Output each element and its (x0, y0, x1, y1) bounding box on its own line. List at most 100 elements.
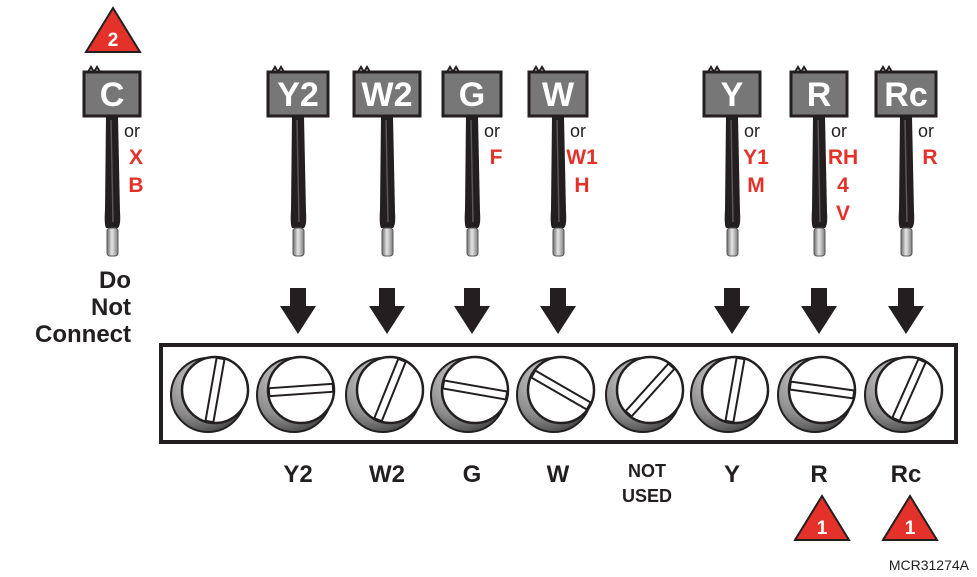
arrow-down-icon (454, 288, 490, 334)
figure-id: MCR31274A (889, 557, 970, 573)
wire-alt-label: Y1 (743, 146, 769, 169)
badge-number: 2 (108, 30, 119, 51)
arrow-down-icon (714, 288, 750, 334)
terminal-screw (430, 355, 510, 433)
terminal-screw (690, 355, 770, 433)
wire-alt-label: B (128, 174, 143, 197)
terminal-label-y: Y (724, 461, 740, 488)
wire-rc: Rc orR (874, 65, 938, 257)
wire-tag-label: Y (721, 76, 744, 114)
badge-number: 1 (905, 518, 916, 539)
wire-pin (726, 227, 739, 257)
screw-slot (891, 357, 927, 423)
wire-pin (552, 227, 565, 257)
tag-tear-mark (357, 65, 371, 74)
wire-highlight (730, 119, 734, 223)
terminal-label-y2: Y2 (283, 461, 312, 488)
wire-or-text: or (570, 121, 586, 141)
wire-tag-box (266, 70, 330, 118)
wire-or-text: or (744, 121, 760, 141)
tag-tear-mark (707, 65, 721, 74)
wire-tag-box (527, 70, 589, 118)
tag-tear-mark (532, 65, 546, 74)
wire-or-text: or (918, 121, 934, 141)
terminal-label-w2: W2 (369, 461, 405, 488)
tag-tear-mark (87, 65, 101, 74)
screw-slot (267, 382, 335, 398)
terminal-screw (516, 355, 596, 433)
wire-alt-label: RH (828, 146, 858, 169)
terminal-label-r: R (810, 461, 827, 488)
wire-or-text: or (484, 121, 500, 141)
tag-tear-mark (446, 65, 460, 74)
not-used-line-1: NOT (628, 461, 666, 481)
terminal-screws (170, 355, 944, 433)
wire-highlight (110, 119, 114, 223)
warning-badge-rc-terminal: 1 (881, 494, 939, 541)
wire-tag-label: Rc (884, 76, 927, 114)
badge-number: 1 (817, 518, 828, 539)
wire-pin (813, 227, 826, 257)
wire-tag-label: C (100, 76, 125, 114)
wire-highlight (470, 119, 474, 223)
arrows (280, 288, 924, 334)
not-used-line-2: USED (622, 486, 672, 506)
do-not-connect-line-1: Do (99, 267, 131, 294)
arrow-down-icon (369, 288, 405, 334)
screw-slot (724, 356, 746, 424)
wire-alt-label: W1 (566, 146, 598, 169)
terminal-label-not-used: NOT USED (622, 461, 672, 506)
screw-slot (373, 357, 407, 423)
wire-highlight (817, 119, 821, 223)
tag-tear-mark (794, 65, 808, 74)
wire-tag-label: G (459, 76, 485, 114)
terminal-label-w: W (547, 461, 570, 488)
wire-tag-label: Y2 (277, 76, 319, 114)
terminal-screw (256, 355, 336, 433)
wire-tag-box (441, 70, 503, 118)
wire-y2: Y2 (266, 65, 330, 257)
wire-tag-label: R (807, 76, 832, 114)
wire-tag-box (702, 70, 762, 118)
wire-highlight (556, 119, 560, 223)
arrow-down-icon (540, 288, 576, 334)
screw-slot (529, 369, 593, 411)
wire-pin (900, 227, 913, 257)
wire-highlight (296, 119, 300, 223)
wire-alt-label: H (574, 174, 589, 197)
screw-slot (204, 356, 226, 424)
wire-alt-label: 4 (837, 174, 849, 197)
screw-slot (441, 379, 509, 401)
wire-pin (292, 227, 305, 257)
warning-badge-c-wire: 2 (84, 6, 142, 53)
do-not-connect-line-2: Not (91, 294, 131, 321)
terminal-screw (345, 355, 425, 433)
terminal-screw (170, 355, 250, 433)
arrow-down-icon (280, 288, 316, 334)
do-not-connect-note: Do Not Connect (35, 267, 131, 348)
arrow-down-icon (888, 288, 924, 334)
arrow-down-icon (801, 288, 837, 334)
screw-slot (624, 362, 676, 418)
wire-pin (466, 227, 479, 257)
terminal-screw (605, 355, 685, 433)
wire-tag-box (82, 70, 142, 118)
wire-highlight (904, 119, 908, 223)
wire-or-text: or (124, 121, 140, 141)
wire-highlight (385, 119, 389, 223)
wire-alt-label: R (922, 146, 937, 169)
wire-pin (381, 227, 394, 257)
wire-or-text: or (831, 121, 847, 141)
tag-tear-mark (271, 65, 285, 74)
terminal-label-g: G (463, 461, 482, 488)
wire-alt-label: V (836, 202, 850, 225)
terminal-label-rc: Rc (891, 461, 922, 488)
wire-w2: W2 (352, 65, 422, 257)
wire-tag-label: W2 (362, 76, 413, 114)
